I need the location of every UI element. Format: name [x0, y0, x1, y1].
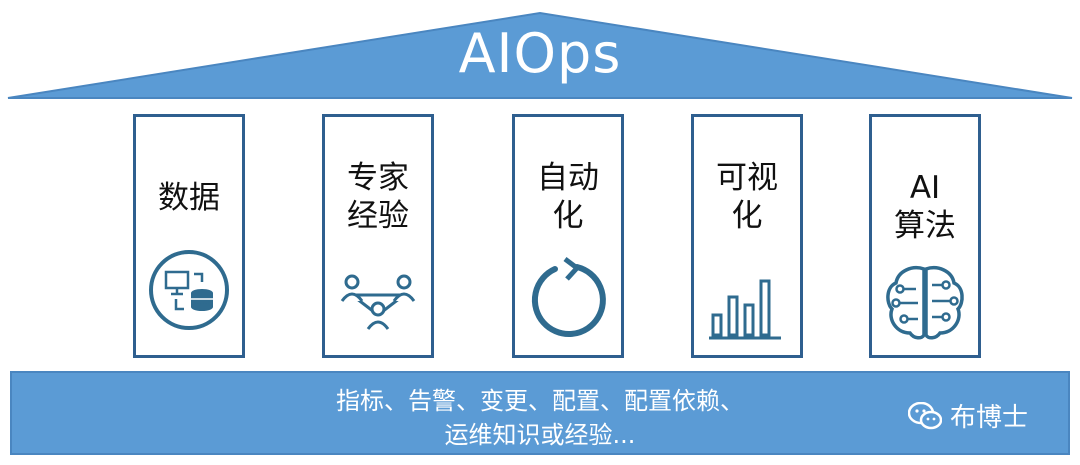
watermark-text: 布博士 [949, 403, 1028, 433]
base-text-line-1: 指标、告警、变更、配置、配置依赖、 [336, 387, 744, 415]
pillar-label: 自动 化 [537, 160, 599, 234]
refresh-cycle-icon [531, 257, 606, 337]
pillar-label: 数据 [158, 180, 220, 216]
pillar-ai-algorithm: AI 算法 [869, 114, 981, 358]
pillar-expert-experience: 专家 经验 [322, 114, 434, 358]
data-exchange-icon [149, 250, 229, 330]
wechat-icon [907, 401, 942, 429]
roof-triangle [7, 11, 1073, 99]
pillar-label: 可视 化 [716, 160, 778, 234]
pillar-label: 专家 经验 [347, 160, 409, 234]
brain-circuit-icon [886, 266, 964, 340]
pillar-automation: 自动 化 [512, 114, 624, 358]
pillar-label: AI 算法 [894, 170, 956, 244]
roof-title: AIOps [458, 22, 622, 85]
pillar-data: 数据 [133, 114, 245, 358]
pillar-visualization: 可视 化 [691, 114, 803, 358]
foundation-base: 指标、告警、变更、配置、配置依赖、 运维知识或经验... 布博士 [10, 371, 1070, 455]
bar-chart-icon [709, 279, 781, 340]
roof [7, 11, 1073, 99]
watermark: 布博士 [907, 397, 1028, 434]
expert-network-icon [340, 274, 416, 330]
base-text-line-2: 运维知识或经验... [444, 421, 636, 449]
